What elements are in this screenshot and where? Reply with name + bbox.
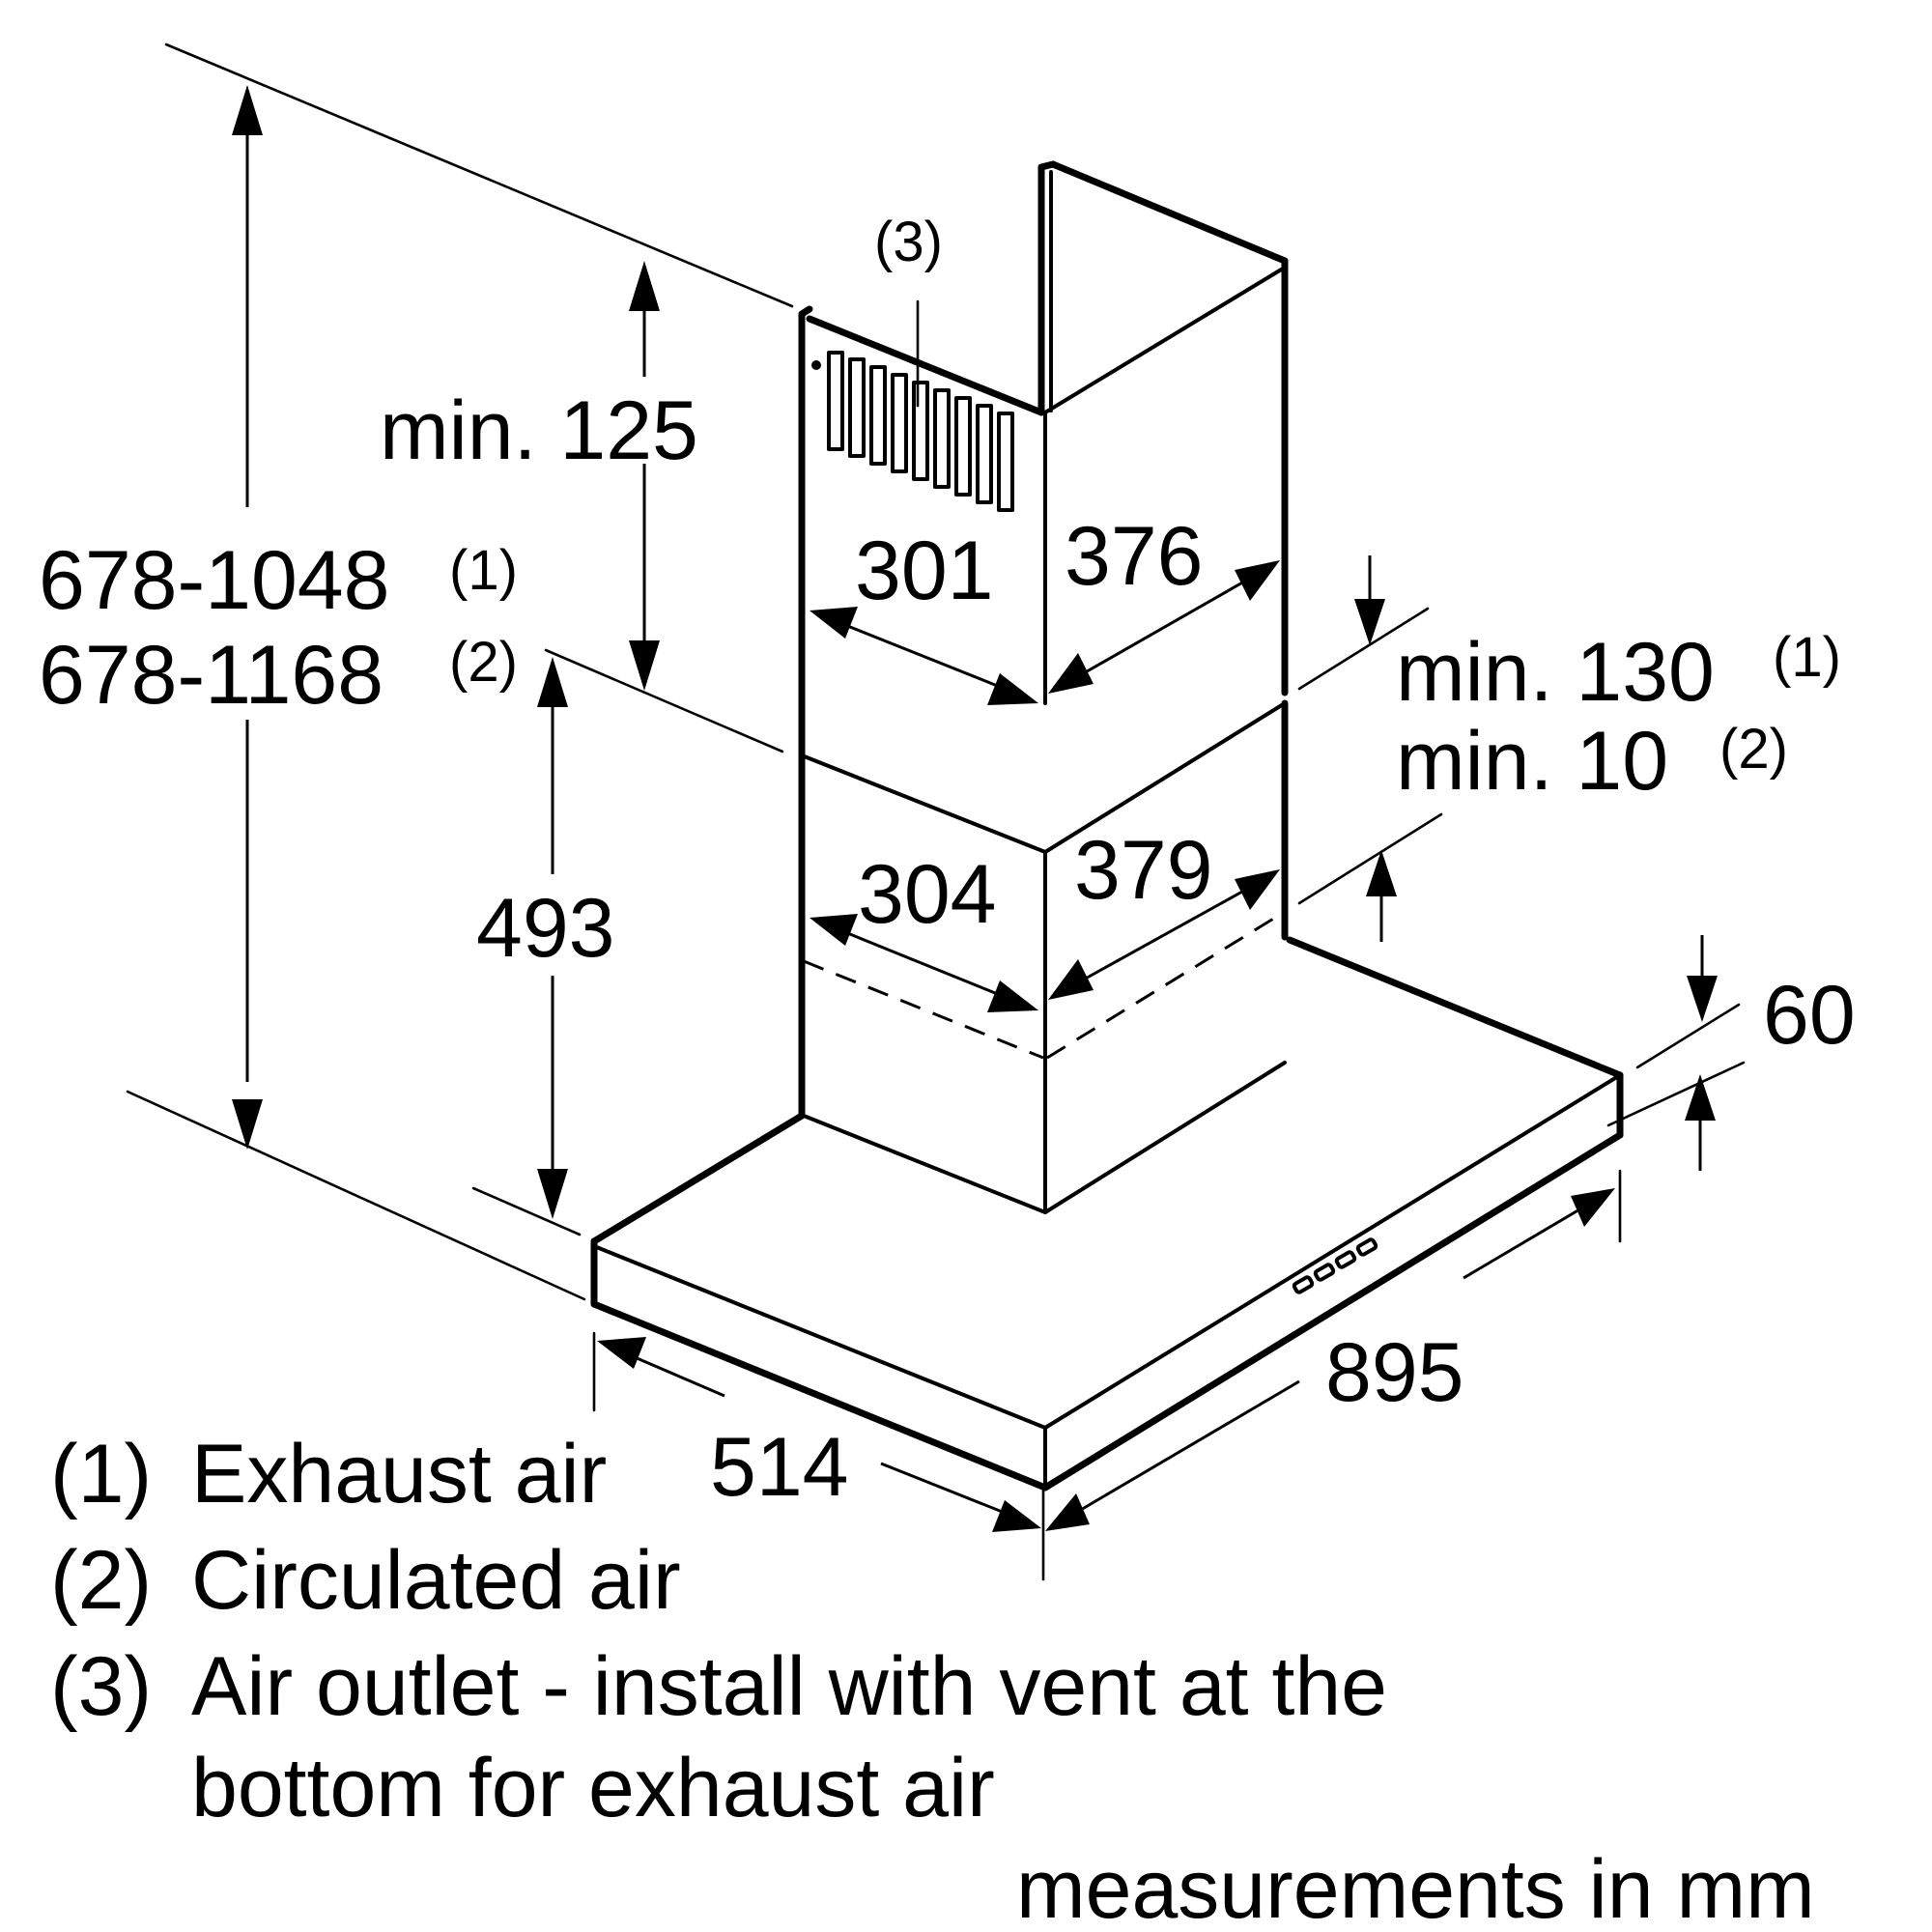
legend-text-2: Circulated air bbox=[191, 1534, 681, 1627]
vent-callout-label: (3) bbox=[874, 211, 943, 273]
upper-chimney bbox=[798, 160, 1289, 759]
vent-grille bbox=[811, 299, 1014, 512]
canopy bbox=[590, 936, 1624, 1492]
overlap-circulated-note: (2) bbox=[1719, 718, 1788, 781]
total-height-exhaust-label: 678-1048 bbox=[39, 534, 389, 627]
legend: (1) Exhaust air (2) Circulated air (3) A… bbox=[50, 1428, 1387, 1834]
legend-text-3b: bottom for exhaust air bbox=[191, 1742, 995, 1834]
units-note: measurements in mm bbox=[1016, 1843, 1815, 1932]
control-buttons bbox=[1292, 1237, 1378, 1294]
legend-text-1: Exhaust air bbox=[191, 1428, 607, 1520]
total-height-circulated-label: 678-1168 bbox=[39, 629, 384, 722]
upper-chimney-depth-label: 376 bbox=[1065, 510, 1204, 603]
min-top-gap-label: min. 125 bbox=[380, 384, 698, 477]
canopy-width-label: 895 bbox=[1325, 1326, 1464, 1419]
legend-marker-1: (1) bbox=[50, 1428, 152, 1520]
dimension-arrows bbox=[232, 85, 1718, 1532]
total-height-circulated-note: (2) bbox=[449, 631, 518, 694]
overlap-circulated-label: min. 10 bbox=[1396, 715, 1668, 808]
overlap-exhaust-label: min. 130 bbox=[1396, 626, 1715, 719]
legend-text-3a: Air outlet - install with vent at the bbox=[191, 1640, 1387, 1733]
upper-chimney-width-label: 301 bbox=[855, 525, 994, 617]
lower-chimney-depth-label: 379 bbox=[1074, 824, 1213, 917]
canopy-height-label: 60 bbox=[1763, 969, 1856, 1062]
overlap-exhaust-note: (1) bbox=[1773, 626, 1841, 689]
legend-marker-3: (3) bbox=[50, 1640, 152, 1733]
lower-chimney-width-label: 304 bbox=[858, 848, 997, 941]
legend-marker-2: (2) bbox=[50, 1534, 152, 1627]
dimension-labels: 678-1048 (1) 678-1168 (2) min. 125 (3) 3… bbox=[39, 211, 1856, 1514]
lower-chimney-height-label: 493 bbox=[476, 882, 615, 975]
reference-lines bbox=[126, 43, 1746, 1581]
lower-chimney bbox=[798, 699, 1289, 1214]
canopy-depth-label: 514 bbox=[710, 1421, 849, 1514]
total-height-exhaust-note: (1) bbox=[449, 539, 518, 602]
